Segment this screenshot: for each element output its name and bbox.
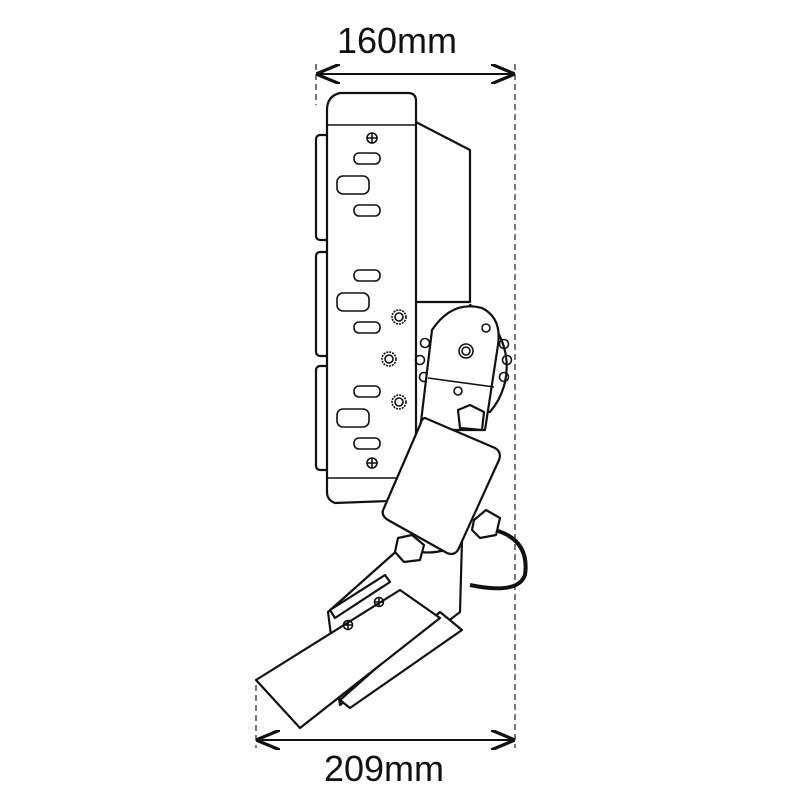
vent-slots: [336, 152, 381, 450]
depth-dimension-label: 209mm: [323, 748, 445, 789]
power-cable: [469, 528, 528, 591]
pivot-holes: [414, 337, 513, 383]
bracket-flange: [328, 573, 392, 620]
main-housing: [325, 91, 418, 505]
cable-gland-left: [393, 533, 426, 564]
cable-gland-top: [456, 403, 486, 432]
junction-box: [381, 416, 501, 556]
mounting-plate: [254, 588, 442, 730]
screw-icons: [366, 132, 407, 469]
width-dimension-label: 160mm: [336, 20, 458, 61]
dimension-lines: [255, 64, 516, 748]
cable-gland-right: [470, 508, 502, 540]
pivot-arm: [418, 305, 500, 432]
heat-sink: [410, 118, 472, 304]
